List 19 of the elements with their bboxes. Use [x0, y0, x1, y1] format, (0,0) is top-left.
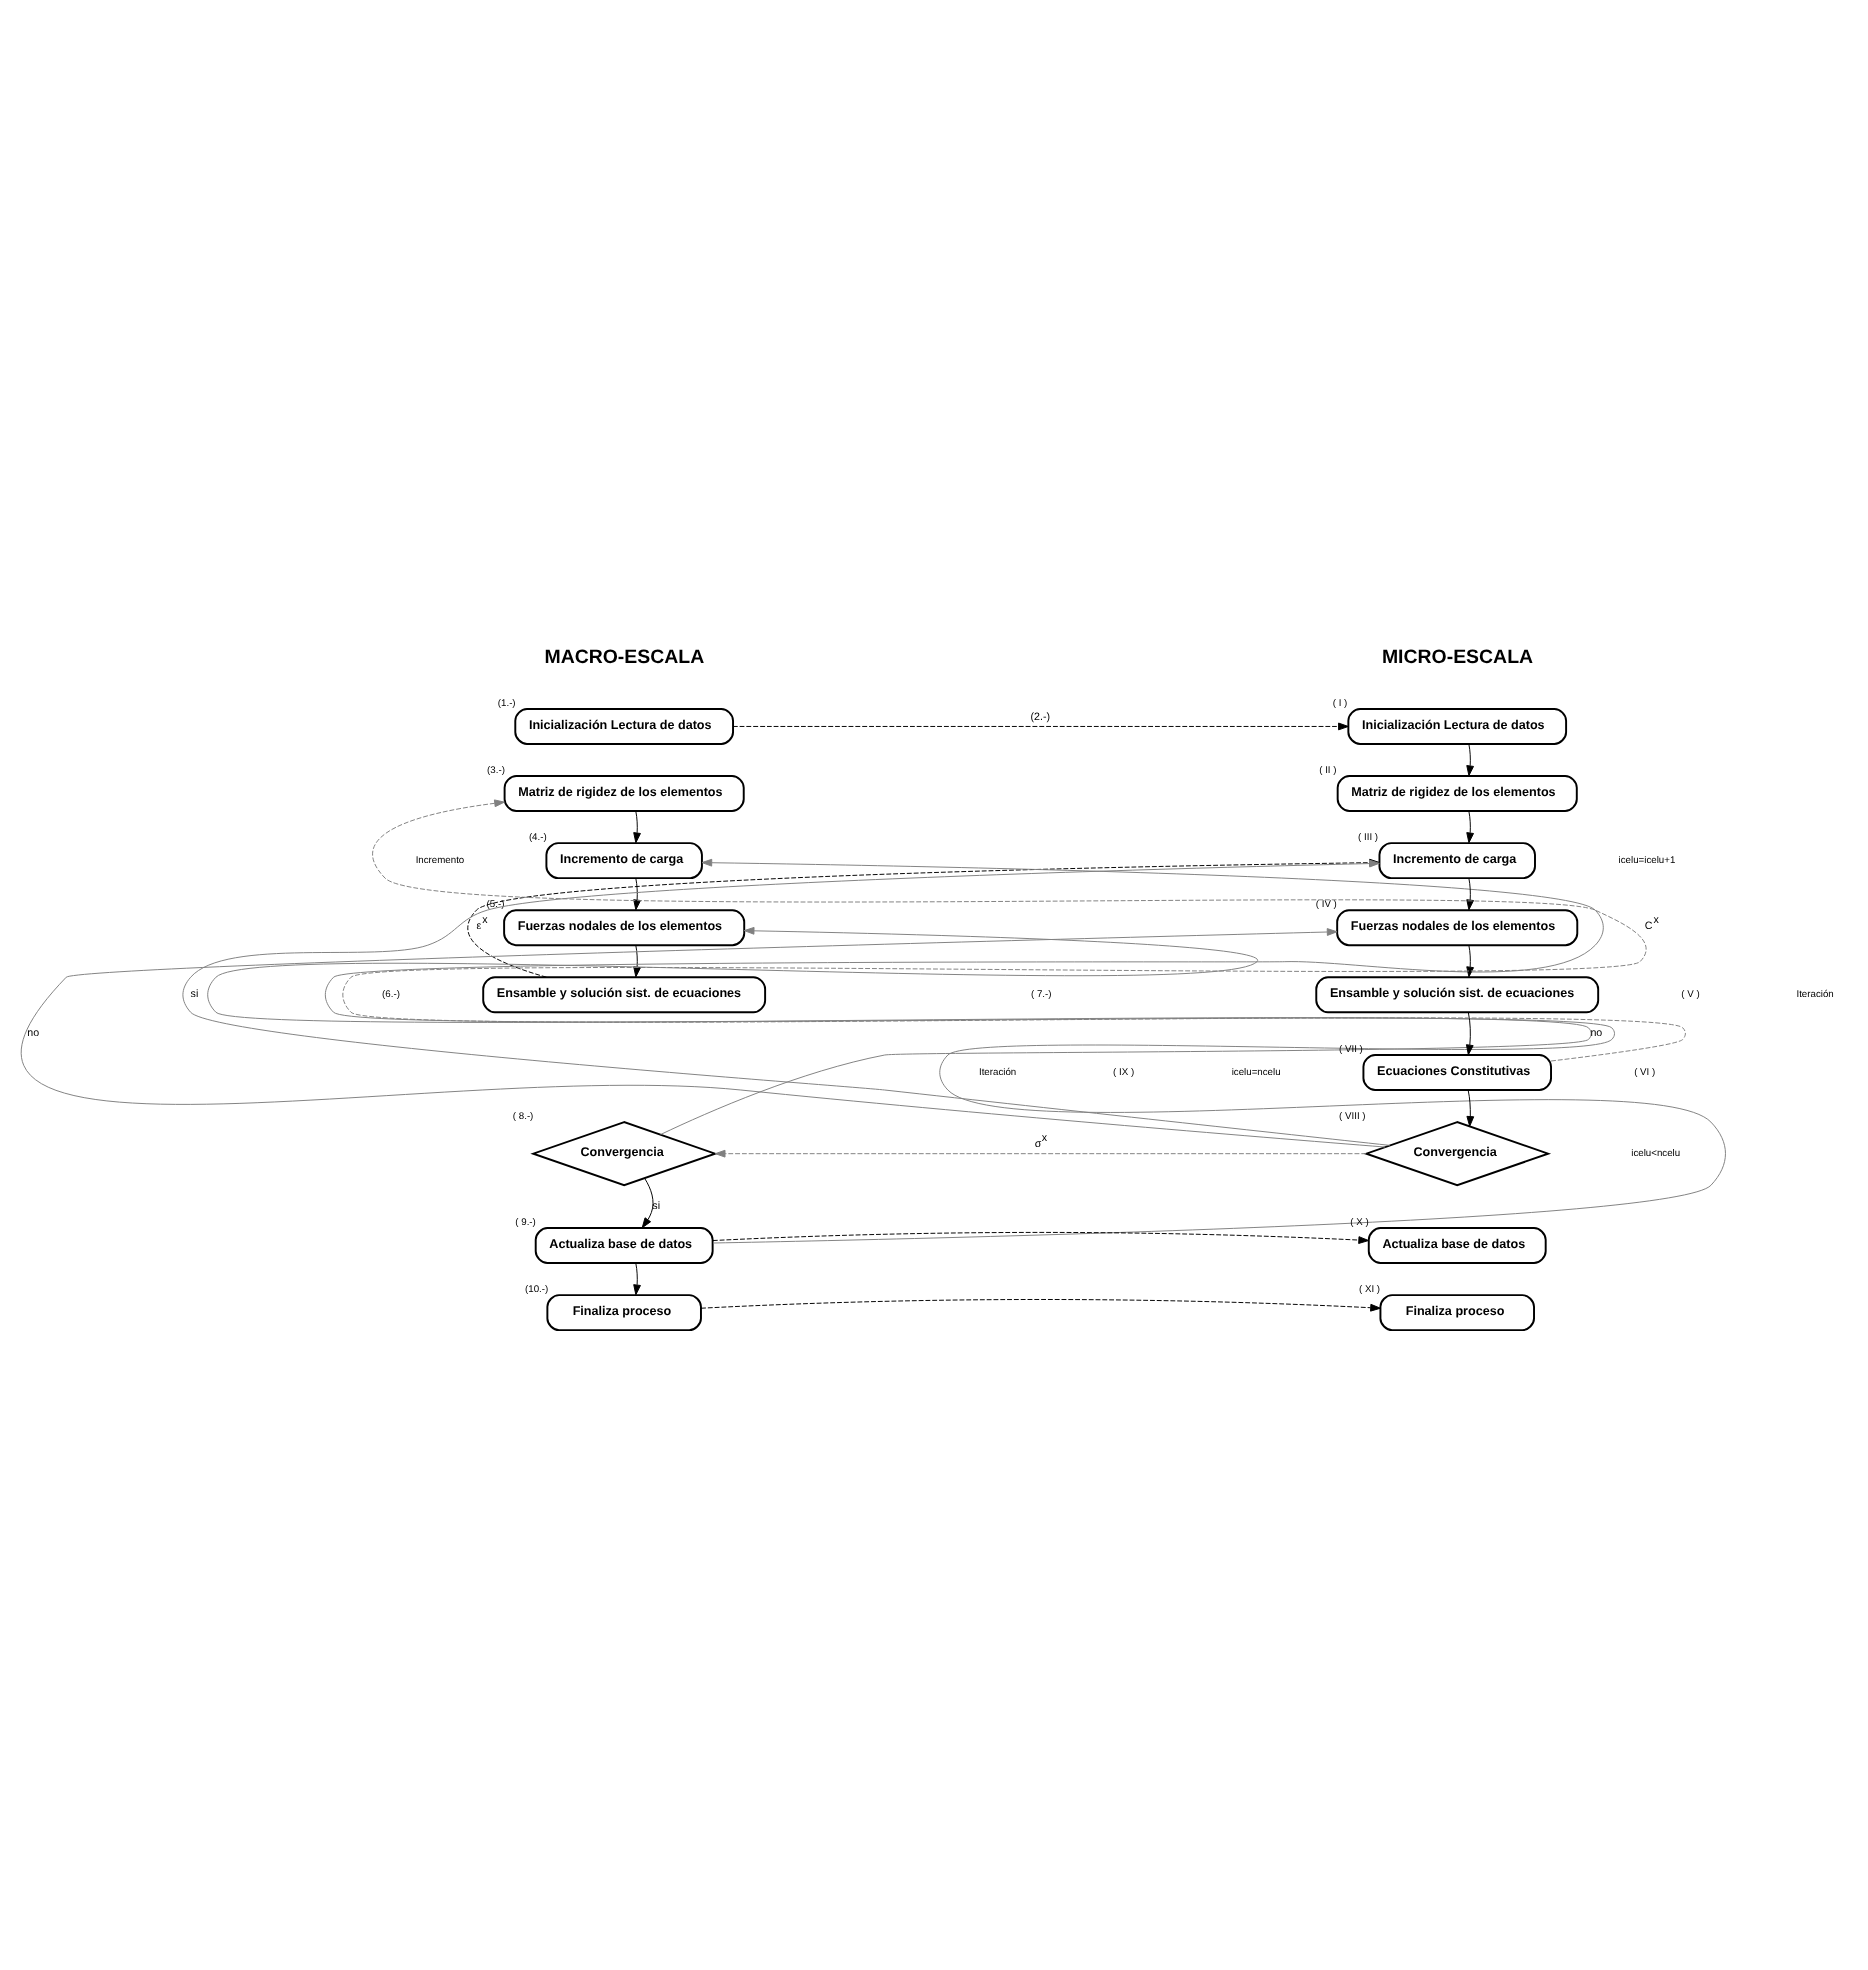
- arrow: [1466, 809, 1474, 843]
- arrow: [633, 876, 641, 910]
- arrow: [641, 1176, 654, 1228]
- arrow: [1466, 1088, 1475, 1126]
- arrow: [714, 1148, 1367, 1157]
- arrow: [633, 809, 641, 843]
- arrow: [732, 721, 1349, 730]
- arrow: [21, 927, 1386, 1147]
- arrow: [712, 1230, 1370, 1243]
- arrow: [1466, 742, 1474, 776]
- label: MICRO-ESCALA: [1381, 646, 1534, 669]
- arrow: [633, 943, 641, 977]
- arrow: [342, 798, 1686, 1061]
- arrow: [633, 1261, 641, 1295]
- arrow: [1466, 943, 1474, 977]
- arrow: [1465, 1011, 1474, 1055]
- arrow: [207, 925, 1592, 1135]
- label: MACRO-ESCALA: [544, 646, 705, 669]
- arrow: [700, 1298, 1381, 1311]
